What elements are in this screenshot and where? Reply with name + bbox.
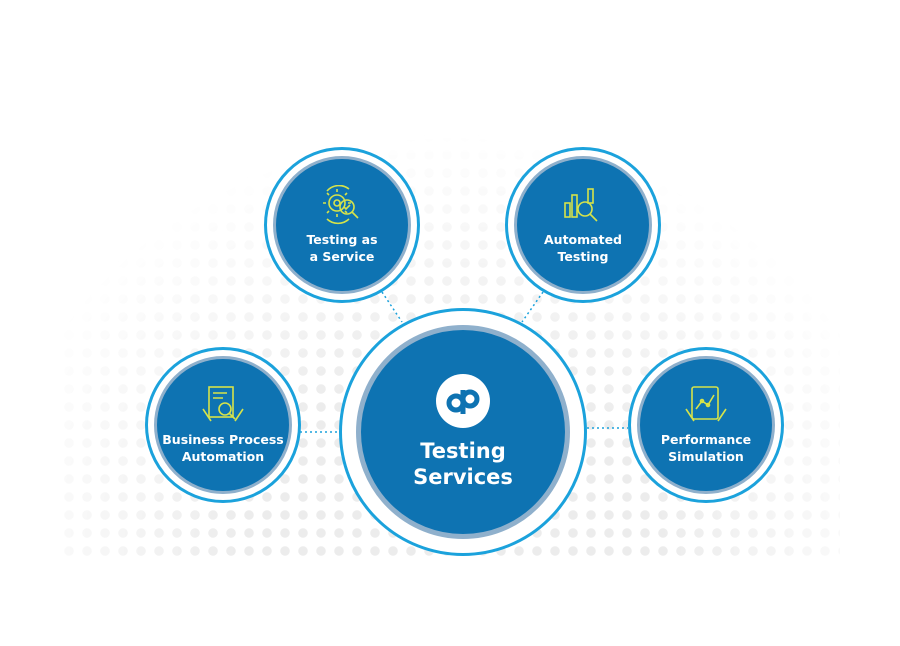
connector-automated (521, 291, 544, 323)
node-automated-testing[interactable]: Automated Testing (505, 147, 661, 303)
node-label: Business Process (162, 432, 284, 447)
node-label: a Service (309, 249, 375, 264)
node-performance-simulation[interactable]: Performance Simulation (628, 347, 784, 503)
node-business-process-automation[interactable]: Business Process Automation (145, 347, 301, 503)
node-testing-as-a-service[interactable]: Testing as a Service (264, 147, 420, 303)
dp-logo-icon (436, 374, 490, 428)
node-label: Automated (544, 232, 622, 247)
node-label: Simulation (668, 449, 744, 464)
center-title-line1: Testing (420, 439, 506, 463)
node-label: Automation (181, 449, 265, 464)
center-title-line2: Services (413, 465, 513, 489)
tablet-graph-hand-icon (685, 386, 727, 422)
center-node-testing-services[interactable]: Testing Services (339, 308, 587, 556)
bar-chart-magnifier-icon (564, 188, 598, 222)
node-label: Testing (557, 249, 609, 264)
document-magnifier-hand-icon (202, 386, 244, 422)
node-label: Testing as (306, 232, 378, 247)
node-label: Performance (660, 432, 752, 447)
connector-taas (381, 291, 403, 323)
gear-magnifier-check-icon (323, 185, 359, 225)
